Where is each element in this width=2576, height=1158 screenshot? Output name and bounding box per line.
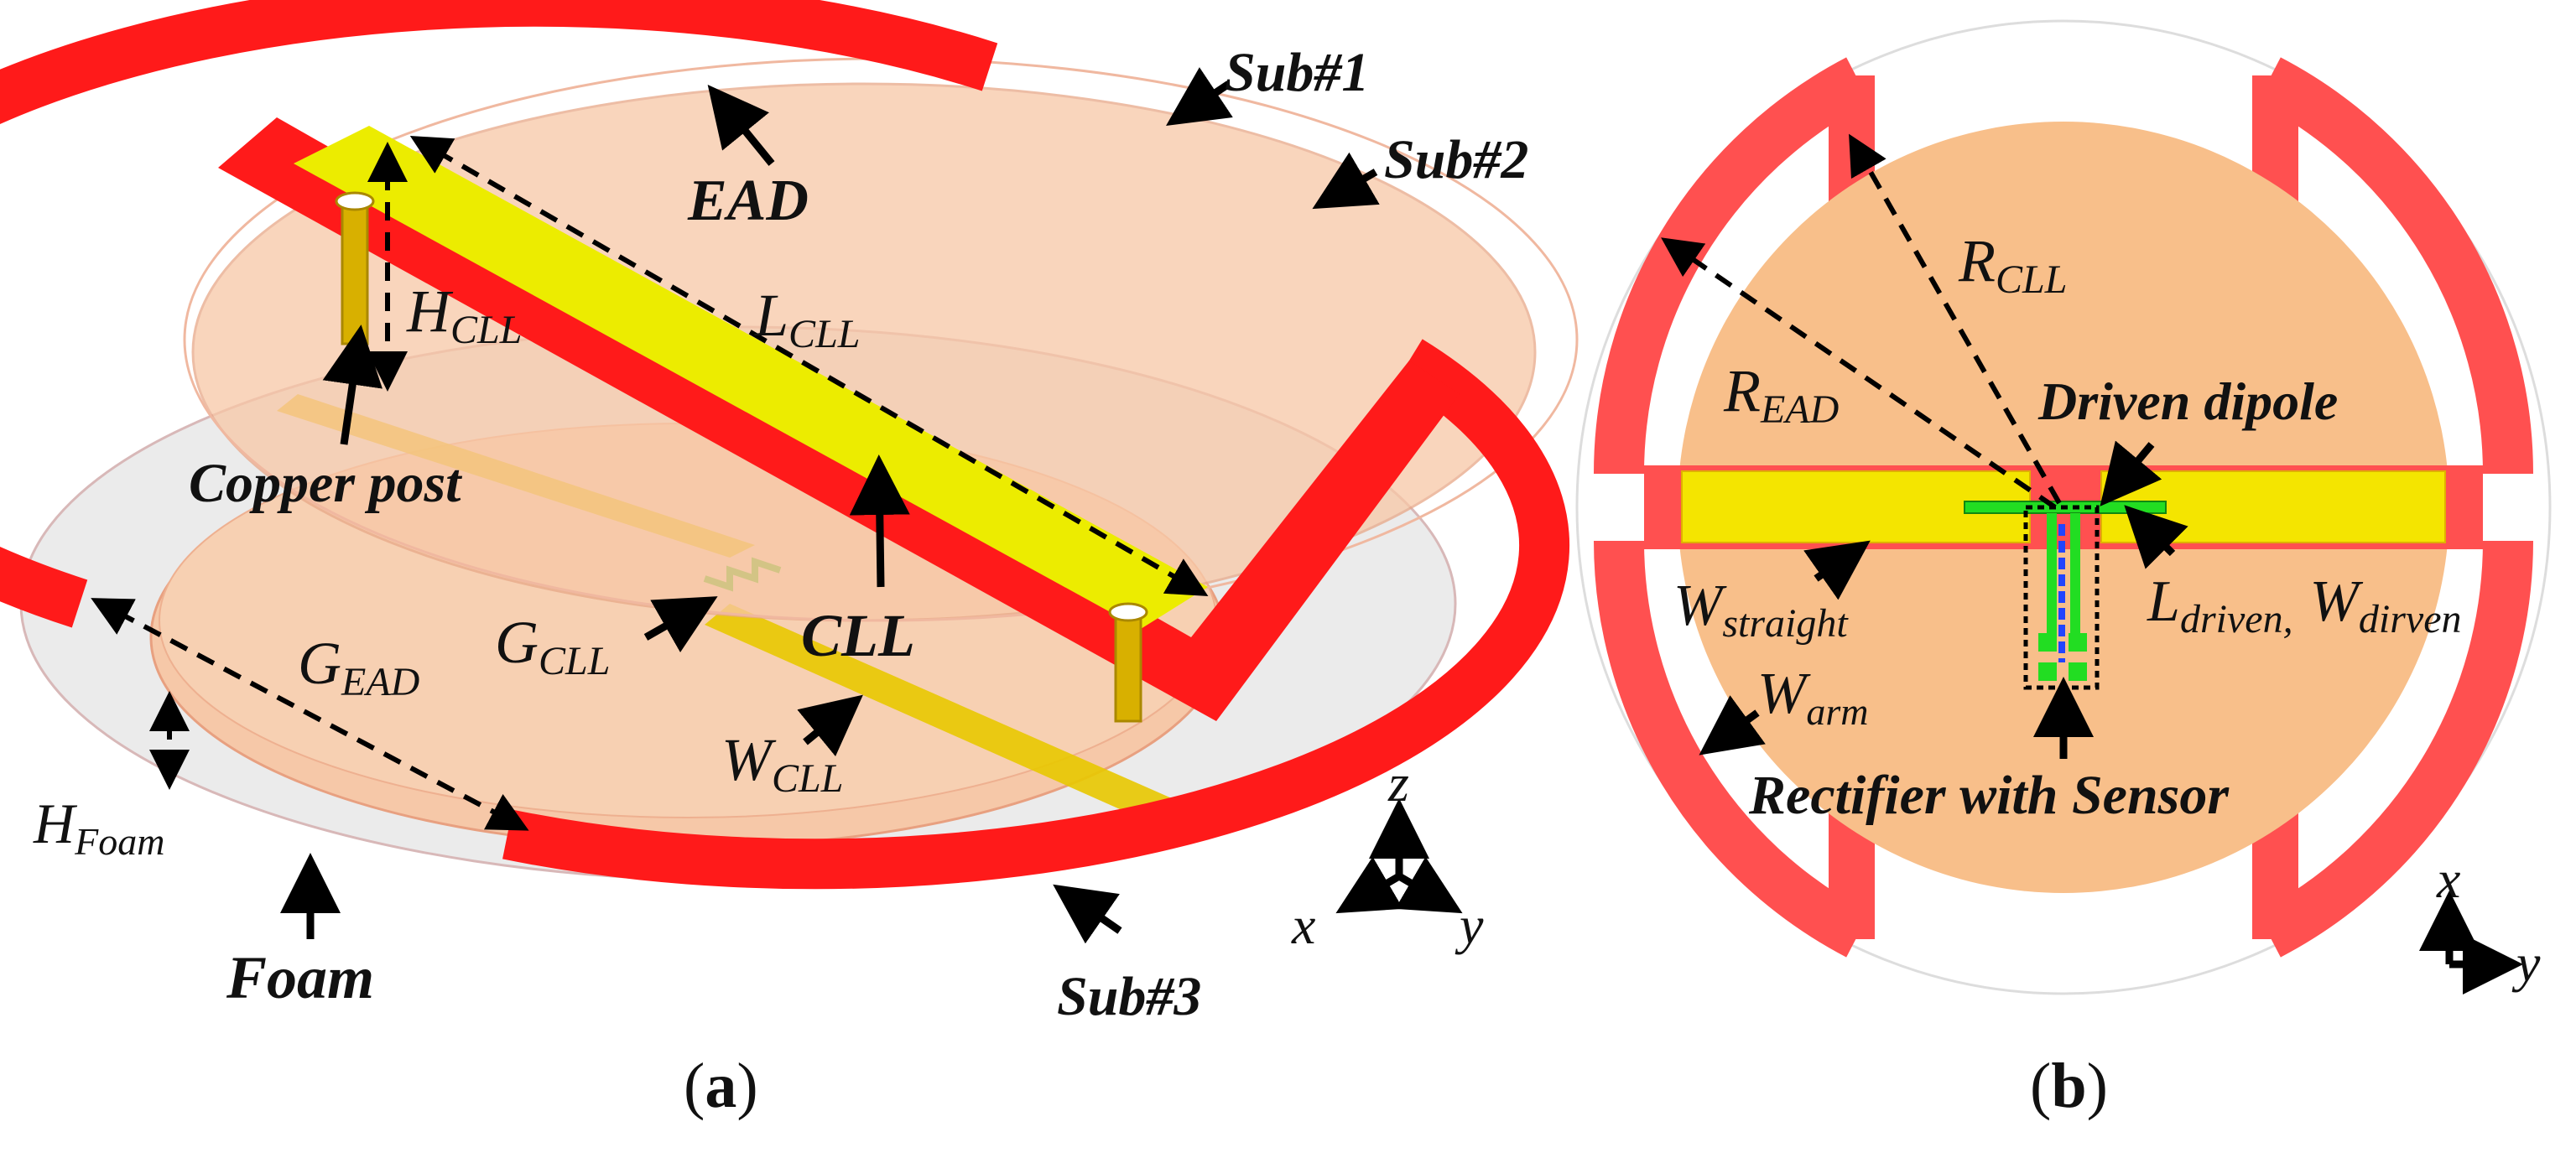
r-ead-label: READ [1723,357,1839,432]
foam-label: Foam [226,944,374,1011]
w-arm-label: Warm [1757,662,1868,733]
driven-dipole-pointer [2100,440,2162,506]
sub2-label: Sub#2 [1384,129,1528,190]
sensor-pad-3 [2038,662,2057,681]
cll-pointer [849,454,910,588]
copper-post-left [341,200,369,345]
ead-ring-bottom-right [2257,540,2533,958]
axes-b [2419,891,2523,994]
ead-label: EAD [687,169,809,233]
sensor-pad-4 [2069,662,2087,681]
w-cll-pointer [797,694,863,757]
cll-label: CLL [801,602,915,669]
cll-lower-strip-right [705,604,1187,826]
h-cll-label: HCLL [406,278,522,352]
caption-a: (a) [684,1051,758,1121]
ead-ring-bottom-left [1594,540,1870,958]
copper-post-right [1114,610,1142,723]
g-cll-label: GCLL [495,609,610,683]
h-foam-label: HFoam [33,792,164,863]
sensor-pad-2 [2069,633,2087,652]
panel-a: EAD Sub#1 Sub#2 HCLL LCLL Copper post CL… [0,0,1579,1121]
rectifier-trace [2047,513,2057,647]
w-straight-pointer [1803,540,1871,600]
g-ead-dimension [91,598,529,831]
r-cll-dimension [1849,133,2062,505]
l-driven-pointer [2124,505,2188,569]
ead-ring-top-right [2257,57,2533,475]
rectifier-trace-2 [2070,513,2080,647]
sub3-pointer [1053,884,1122,944]
panel-b: RCLL READ Driven dipole Wstraight Ldrive… [1575,19,2552,1121]
sub2-pointer [1312,152,1380,210]
caption-b: (b) [2030,1051,2108,1121]
sensor-pad-1 [2038,633,2057,652]
sub1-pointer [1166,67,1233,126]
axis-z-label-a: z [1387,753,1409,813]
copper-post-pointer [322,325,382,445]
l-cll-dimension [409,136,1209,596]
w-cll-label: WCLL [721,726,843,801]
sub3-label: Sub#3 [1057,966,1201,1027]
axis-x-label-b: x [2436,849,2460,909]
via-left [335,191,375,211]
w-straight-label: Wstraight [1673,574,1849,646]
g-ead-label: GEAD [298,630,419,704]
r-cll-label: RCLL [1958,227,2067,302]
driven-dipole-label: Driven dipole [2037,371,2338,431]
axis-x-label-a: x [1291,896,1315,955]
g-cll-pointer [643,596,718,653]
rectifier-label: Rectifier with Sensor [1748,765,2230,826]
ead-ring-arm-right [502,339,1570,890]
axis-y-label-b: y [2511,933,2541,993]
axes-a [1335,798,1463,914]
l-cll-label: LCLL [754,282,860,356]
sub1-label: Sub#1 [1225,42,1369,103]
w-arm-pointer [1699,695,1766,756]
copper-post-label: Copper post [189,453,462,514]
axis-y-label-a: y [1455,896,1484,955]
r-ead-dimension [1661,237,2057,510]
l-driven-w-dirven-label: Ldriven,Wdirven [2147,569,2462,641]
ead-pointer [707,85,775,166]
via-right [1108,602,1148,622]
ead-ring-arm-left [0,0,998,628]
